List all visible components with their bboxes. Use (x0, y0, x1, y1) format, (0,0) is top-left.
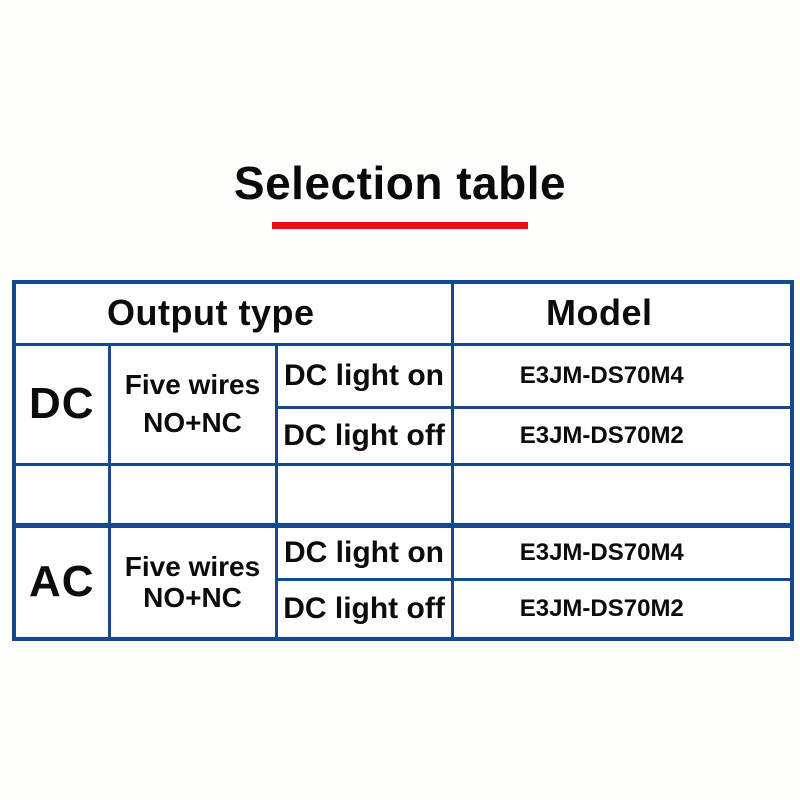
cell-wiring-ac: Five wires NO+NC (107, 523, 278, 641)
selection-table: Output type Model DC Five wires NO+NC DC… (12, 280, 794, 641)
cell-wiring-dc: Five wires NO+NC (107, 342, 278, 466)
cell-model-ac-on: E3JM-DS70M4 (450, 523, 794, 581)
cell-model-dc-on: E3JM-DS70M4 (450, 342, 794, 409)
cell-power-ac: AC (12, 523, 111, 641)
spacer-row (12, 462, 794, 528)
empty-cell (12, 462, 111, 528)
wiring-line-2: NO+NC (143, 582, 242, 614)
cell-light-dc-off: DC light off (274, 405, 454, 466)
wiring-line-2: NO+NC (143, 407, 242, 438)
table-row-dc-light-off: DC light off E3JM-DS70M2 (14, 405, 794, 466)
wiring-line-1: Five wires (124, 369, 261, 401)
cell-model-ac-off: E3JM-DS70M2 (450, 577, 794, 641)
empty-cell (274, 462, 454, 528)
title-underline (272, 222, 528, 229)
header-output-type: Output type (12, 280, 454, 346)
empty-cell (450, 462, 794, 528)
header-row: Output type Model (12, 280, 794, 346)
cell-power-dc: DC (12, 342, 111, 466)
cell-model-dc-off: E3JM-DS70M2 (450, 405, 794, 466)
wiring-line-1: Five wires (124, 550, 261, 582)
table-row-ac-light-on: AC Five wires NO+NC DC light on E3JM-DS7… (12, 523, 794, 641)
empty-cell (107, 462, 278, 528)
table-row-dc-light-on: DC Five wires NO+NC DC light on E3JM-DS7… (12, 342, 794, 466)
table-row-ac-light-off: DC light off E3JM-DS70M2 (14, 577, 794, 641)
page-title: Selection table (233, 157, 567, 209)
cell-light-ac-off: DC light off (274, 577, 454, 641)
cell-light-ac-on: DC light on (274, 523, 454, 581)
cell-light-dc-on: DC light on (274, 342, 454, 409)
header-model: Model (450, 280, 794, 346)
